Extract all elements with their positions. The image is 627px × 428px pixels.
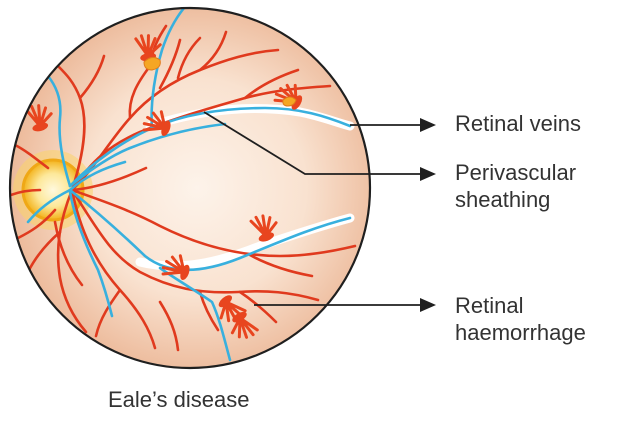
label-perivascular-line-1: Perivascular — [455, 160, 577, 185]
label-haemorrhage-line-1: Retinal — [455, 293, 524, 318]
arrowheads — [420, 118, 436, 312]
retinal-veins — [26, 8, 352, 362]
fundus-outline — [8, 6, 372, 370]
label-retinal-veins-text: Retinal veins — [455, 111, 581, 136]
yellow-exudate — [282, 96, 297, 107]
arrowhead-retinal-haemorrhage — [420, 298, 436, 312]
arrowhead-retinal-veins — [420, 118, 436, 132]
pointer-perivascular-sheathing — [203, 111, 424, 175]
arrowhead-perivascular-sheathing — [420, 167, 436, 181]
yellow-exudate — [143, 56, 161, 71]
label-haemorrhage-line-2: haemorrhage — [455, 320, 586, 345]
label-perivascular-line-2: sheathing — [455, 187, 551, 212]
label-pointers — [203, 111, 424, 306]
label-perivascular-sheathing: Perivascular sheathing — [455, 159, 576, 213]
retinal-arteries — [10, 24, 357, 352]
label-retinal-haemorrhage: Retinal haemorrhage — [455, 292, 586, 346]
label-retinal-veins: Retinal veins — [455, 110, 581, 137]
figure-caption: Eale’s disease — [108, 387, 250, 412]
